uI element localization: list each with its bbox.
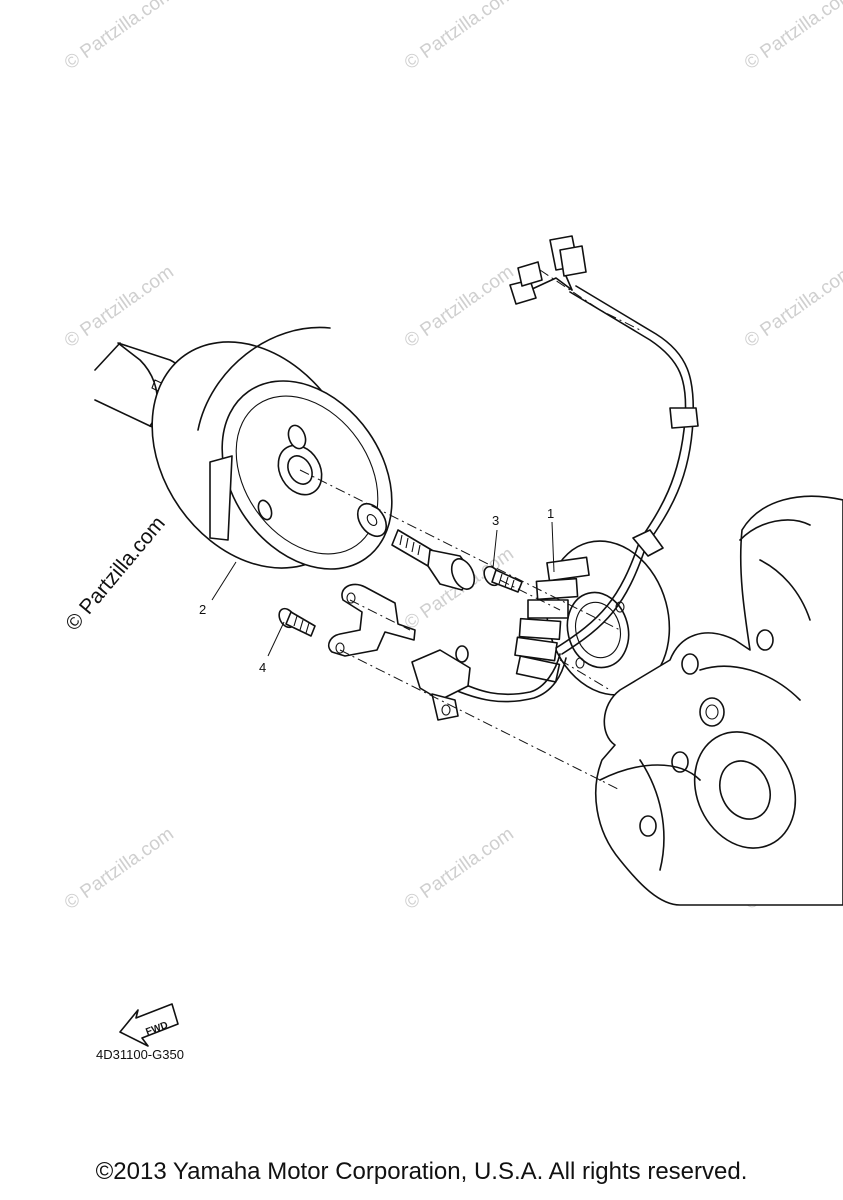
callout-number: 1 — [547, 506, 554, 521]
copyright-notice: ©2013 Yamaha Motor Corporation, U.S.A. A… — [95, 1158, 748, 1185]
watermark: © Partzilla.com — [61, 823, 178, 914]
callout-4: 4 — [259, 621, 285, 675]
watermark: © Partzilla.com — [741, 261, 843, 352]
diagram-code: 4D31100-G350 — [96, 1047, 184, 1062]
watermark: © Partzilla.com — [401, 823, 518, 914]
callout-number: 3 — [492, 513, 499, 528]
watermark: © Partzilla.com — [401, 0, 518, 74]
pickup-bracket — [328, 583, 416, 657]
alignment-lines — [299, 269, 641, 791]
bracket-screw — [278, 607, 316, 637]
fwd-arrow-icon: FWD — [119, 1003, 179, 1047]
flywheel-rotor — [151, 326, 393, 570]
watermark: © Partzilla.com — [401, 261, 518, 352]
watermark: © Partzilla.com — [741, 0, 843, 74]
flywheel-bolt — [391, 529, 476, 591]
callout-3: 3 — [492, 513, 499, 569]
callout-number: 4 — [259, 660, 266, 675]
callout-1: 1 — [547, 506, 555, 573]
callout-number: 2 — [199, 602, 206, 617]
stator-screw — [483, 565, 523, 593]
watermark-main: © Partzilla.com — [61, 512, 170, 635]
crankcase — [594, 495, 843, 906]
watermark: © Partzilla.com — [61, 261, 178, 352]
wire-harness — [411, 235, 699, 721]
washer-hole — [366, 514, 378, 526]
watermark: © Partzilla.com — [61, 0, 178, 74]
callout-2: 2 — [199, 561, 237, 617]
washer — [356, 502, 388, 538]
